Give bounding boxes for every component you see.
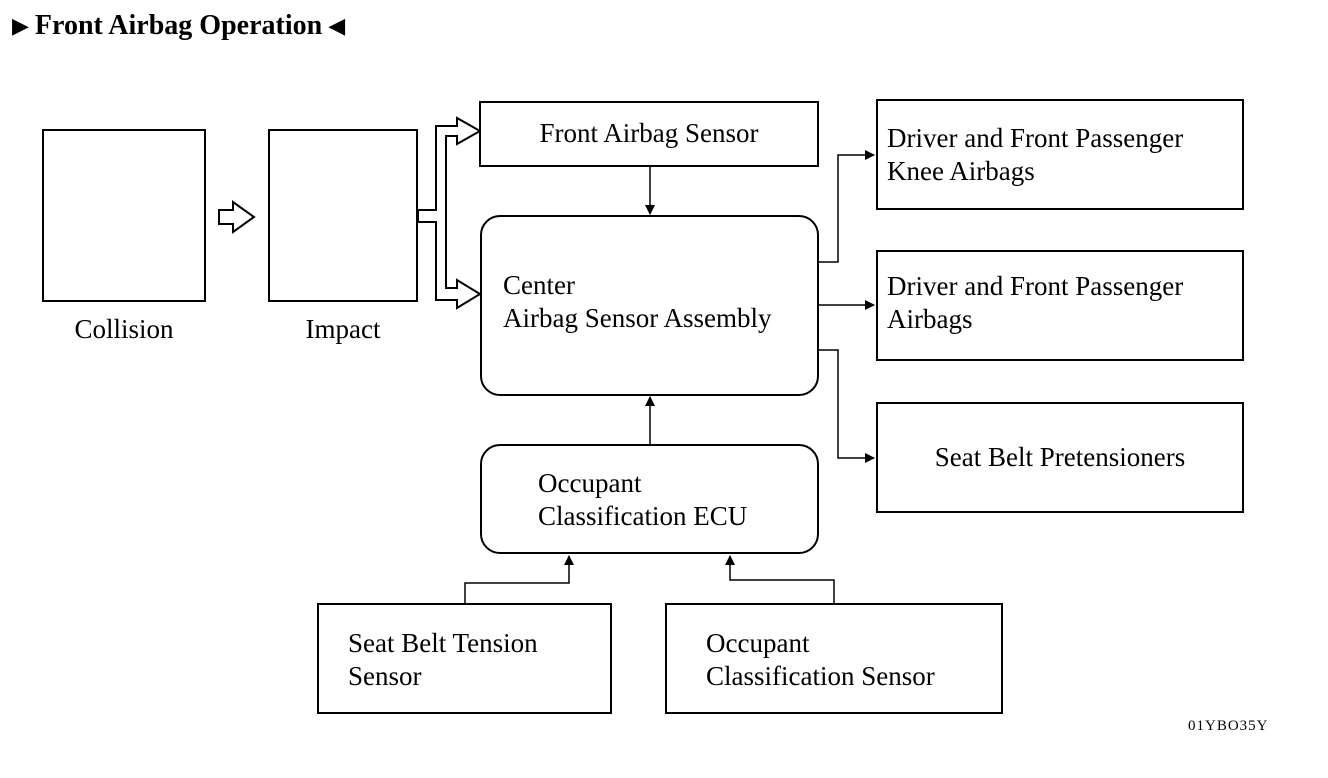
collision-box — [42, 129, 206, 302]
center-to-knee-arrow — [819, 150, 875, 263]
occupant-classification-ecu-box: Occupant Classification ECU — [480, 444, 819, 554]
title-right-pointer-icon: ▶ — [12, 13, 29, 38]
pretensioners-box: Seat Belt Pretensioners — [876, 402, 1244, 513]
center-airbag-sensor-assembly-box: Center Airbag Sensor Assembly — [480, 215, 819, 396]
diagram-title: ▶ Front Airbag Operation ◀ — [12, 10, 345, 42]
collision-to-impact-arrow — [218, 200, 256, 234]
knee-airbags-box: Driver and Front Passenger Knee Airbags — [876, 99, 1244, 210]
front-airbag-sensor-box: Front Airbag Sensor — [479, 101, 819, 167]
occupant-classification-sensor-box: Occupant Classification Sensor — [665, 603, 1003, 714]
ecu-label-line1: Occupant — [538, 468, 642, 498]
knee-airbags-label-line1: Driver and Front Passenger — [887, 123, 1184, 153]
ecu-label-line2: Classification ECU — [538, 501, 748, 531]
center-to-pretensioners-arrow — [819, 349, 875, 463]
airbags-box: Driver and Front Passenger Airbags — [876, 250, 1244, 361]
center-label-line1: Center — [503, 270, 575, 300]
tension-label-line2: Sensor — [348, 661, 422, 691]
tension-to-ecu-arrow — [464, 555, 574, 603]
collision-label: Collision — [74, 314, 174, 344]
knee-airbags-label-line2: Knee Airbags — [887, 156, 1035, 186]
impact-box — [268, 129, 418, 302]
pretensioners-label: Seat Belt Pretensioners — [934, 442, 1186, 472]
airbags-label-line2: Airbags — [887, 304, 973, 334]
tension-label-line1: Seat Belt Tension — [348, 628, 538, 658]
center-label-line2: Airbag Sensor Assembly — [503, 303, 772, 333]
impact-branch-arrow — [417, 116, 483, 310]
figure-code: 01YBO35Y — [1188, 718, 1269, 734]
airbags-label-line1: Driver and Front Passenger — [887, 271, 1184, 301]
ocs-to-ecu-arrow — [725, 555, 835, 603]
front-airbag-sensor-label: Front Airbag Sensor — [539, 118, 759, 148]
impact-label: Impact — [305, 314, 381, 344]
ocs-label-line2: Classification Sensor — [706, 661, 935, 691]
seat-belt-tension-sensor-box: Seat Belt Tension Sensor — [317, 603, 612, 714]
title-text: Front Airbag Operation — [34, 10, 323, 41]
ocs-label-line1: Occupant — [706, 628, 810, 658]
title-left-pointer-icon: ◀ — [328, 13, 346, 38]
